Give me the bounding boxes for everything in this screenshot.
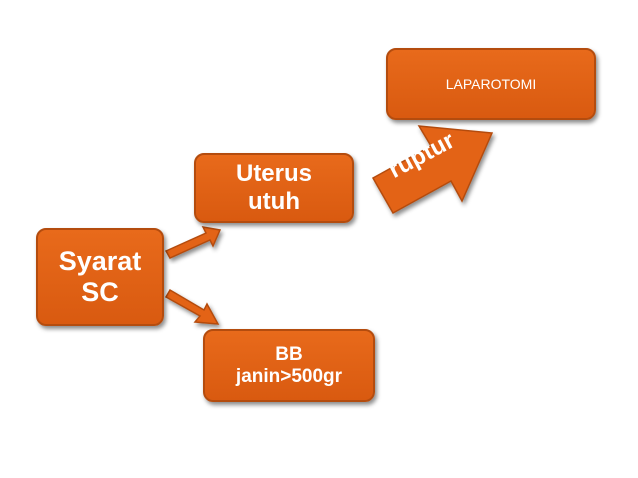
node-laparotomi: LAPAROTOMI bbox=[386, 48, 596, 120]
arrow-ruptur bbox=[371, 125, 494, 215]
node-uterus-utuh-label: Uterus utuh bbox=[235, 160, 313, 215]
node-bb-janin: BB janin>500gr bbox=[203, 329, 375, 402]
node-syarat-sc-label: Syarat SC bbox=[58, 245, 142, 307]
node-syarat-sc: Syarat SC bbox=[36, 228, 164, 326]
arrow-to-uterus bbox=[164, 226, 222, 259]
node-laparotomi-label: LAPAROTOMI bbox=[445, 75, 537, 92]
arrow-to-bb bbox=[164, 288, 220, 325]
node-uterus-utuh: Uterus utuh bbox=[194, 153, 354, 223]
node-bb-janin-label: BB janin>500gr bbox=[235, 343, 343, 387]
